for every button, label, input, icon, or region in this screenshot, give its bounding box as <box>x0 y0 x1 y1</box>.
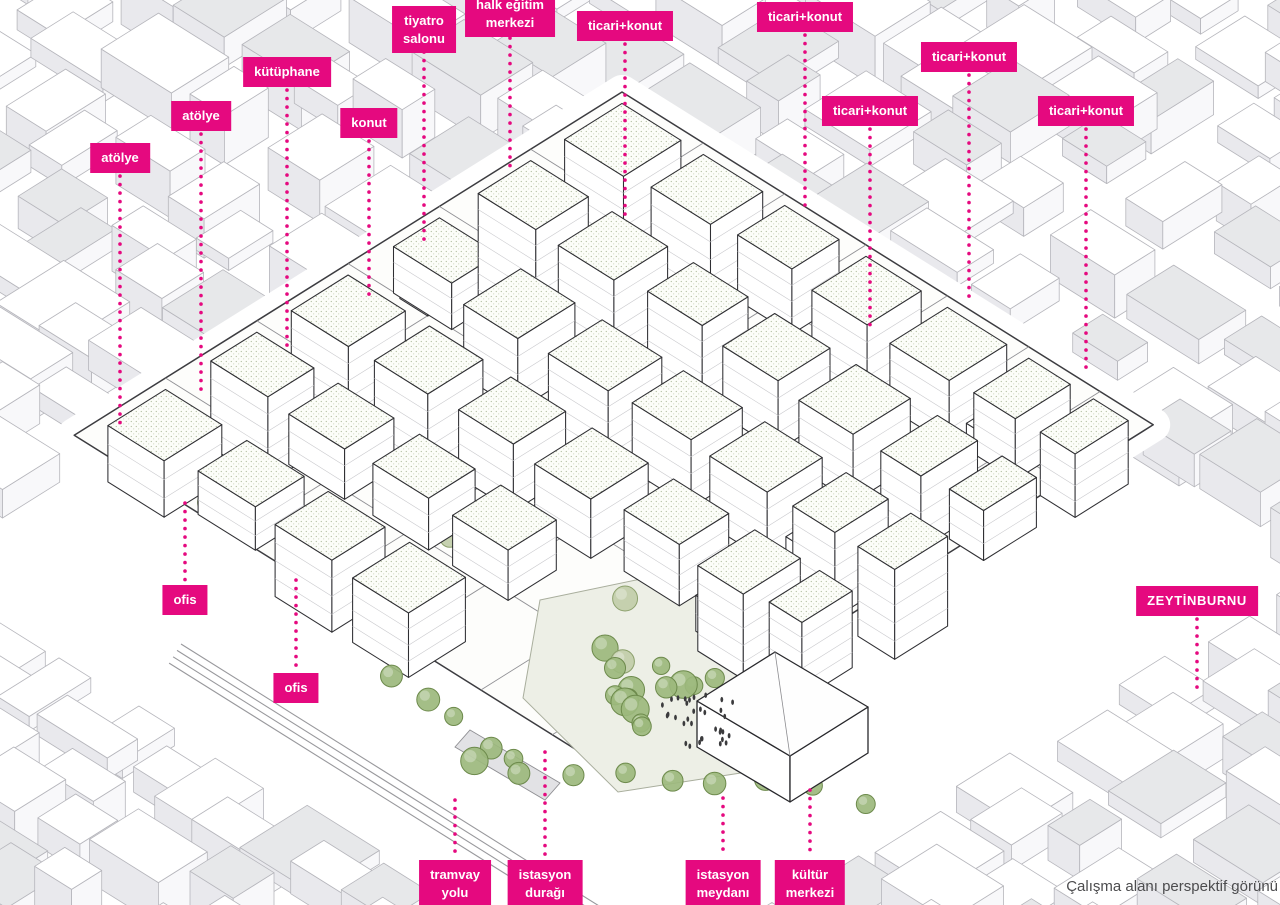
people <box>661 692 734 749</box>
leader-lines <box>118 33 1199 858</box>
site-buildings <box>107 102 1129 814</box>
caption: Çalışma alanı perspektif görünü <box>1066 878 1278 895</box>
